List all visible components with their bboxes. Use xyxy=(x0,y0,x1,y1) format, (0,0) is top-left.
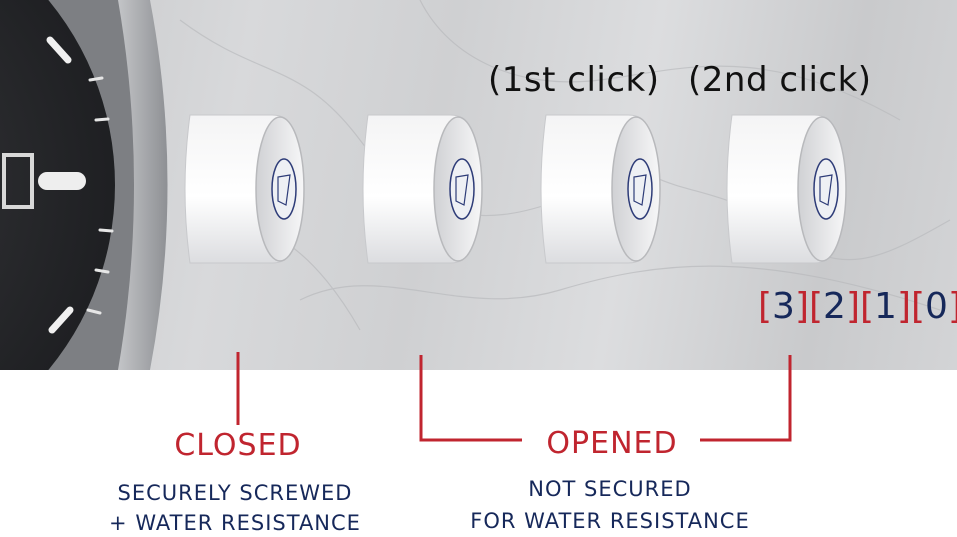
closed-description-line-2: + WATER RESISTANCE xyxy=(109,511,361,535)
crown-position-2 xyxy=(540,114,661,264)
opened-bracket-left xyxy=(419,355,522,442)
opened-bracket-right xyxy=(700,355,792,442)
crown-position-1 xyxy=(362,114,483,264)
crown-closed xyxy=(184,114,305,264)
date-window xyxy=(2,153,34,209)
marble-background-photo: (1st click) (2nd click) [3][2][1][0] xyxy=(0,0,957,370)
position-number: 3 xyxy=(772,286,795,327)
position-number: 0 xyxy=(925,286,948,327)
first-click-label: (1st click) xyxy=(488,60,660,100)
second-click-label: (2nd click) xyxy=(688,60,872,100)
position-numbers: [3][2][1][0] xyxy=(758,286,957,327)
closed-title: CLOSED xyxy=(174,428,302,463)
opened-title: OPENED xyxy=(546,426,678,461)
hour-marker-3 xyxy=(38,172,86,190)
opened-description-line-1: NOT SECURED xyxy=(528,477,692,501)
opened-description-line-2: FOR WATER RESISTANCE xyxy=(470,509,750,533)
crown-position-3 xyxy=(726,114,847,264)
closed-description-line-1: SECURELY SCREWED xyxy=(117,481,353,505)
watch-case xyxy=(0,0,168,370)
position-number: 2 xyxy=(823,286,846,327)
position-number: 1 xyxy=(874,286,897,327)
